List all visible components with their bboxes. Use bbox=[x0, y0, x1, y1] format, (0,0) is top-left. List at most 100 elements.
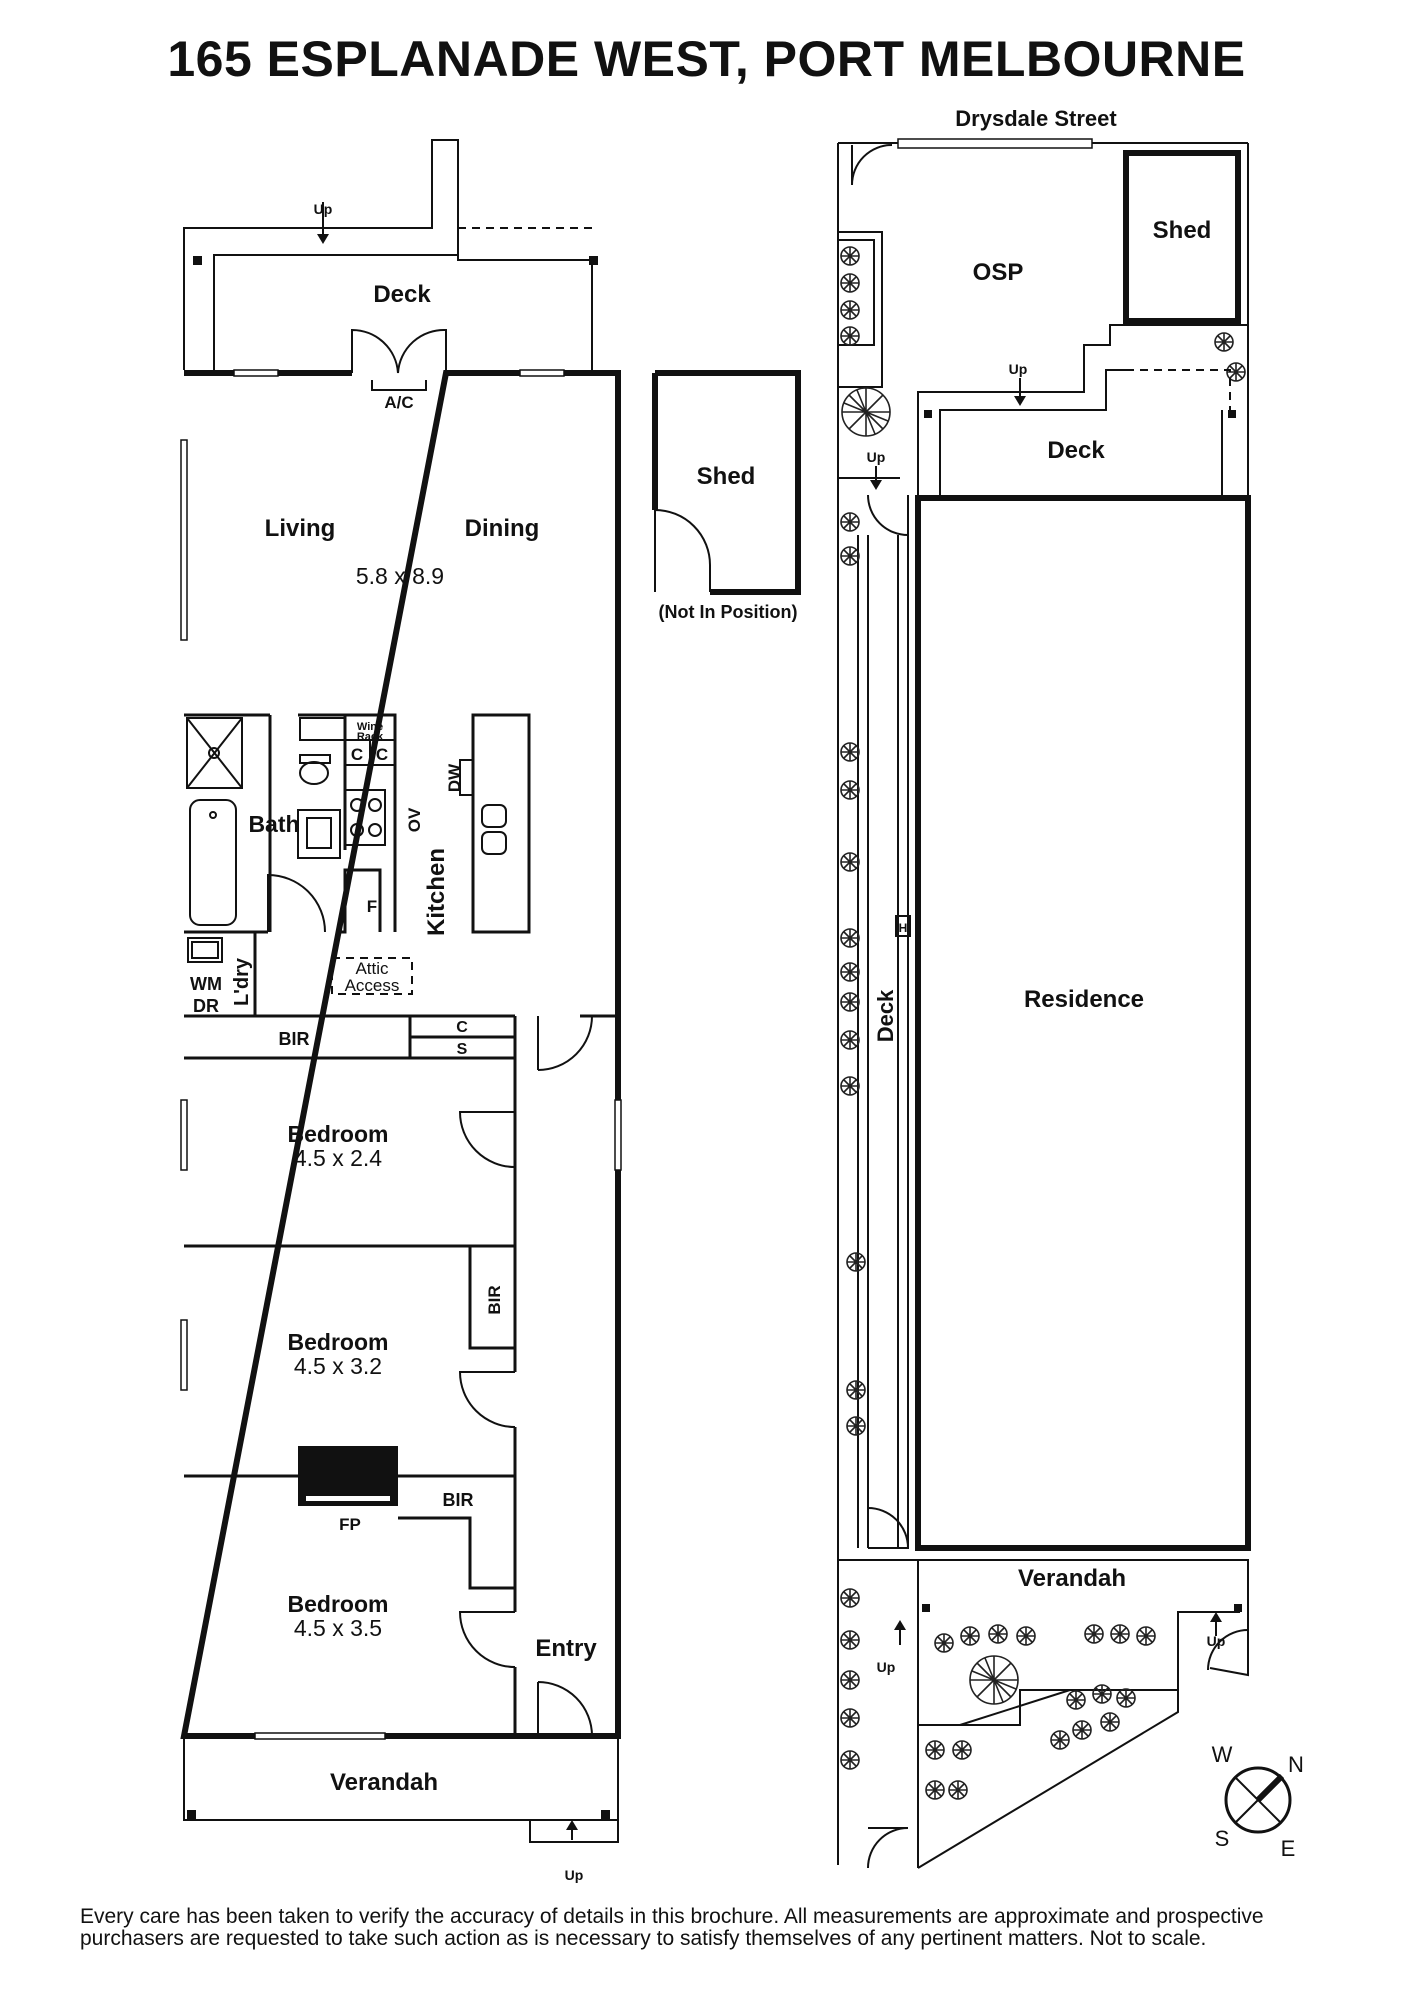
deck-rear-outline bbox=[183, 139, 593, 370]
up-arrow-icon bbox=[566, 1820, 578, 1830]
attic-label: Attic bbox=[355, 959, 389, 978]
oven-label: OV bbox=[405, 807, 424, 832]
up-label: Up bbox=[1009, 361, 1028, 377]
dining-label: Dining bbox=[465, 515, 540, 542]
window bbox=[180, 1099, 188, 1171]
disclaimer: Every care has been taken to verify the … bbox=[80, 1905, 1264, 1950]
french-door-right bbox=[397, 328, 447, 374]
fireplace-label: FP bbox=[339, 1515, 361, 1534]
gate-door bbox=[851, 144, 893, 186]
compass-w: W bbox=[1212, 1742, 1233, 1767]
ac-label: A/C bbox=[384, 393, 413, 412]
vanity bbox=[297, 809, 341, 859]
kitchen-label: Kitchen bbox=[423, 848, 450, 936]
bedroom3-label: Bedroom bbox=[288, 1591, 389, 1617]
compass: W N S E bbox=[1212, 1742, 1304, 1861]
hot-water-label: H bbox=[899, 921, 908, 935]
page-title: 165 ESPLANADE WEST, PORT MELBOURNE bbox=[167, 31, 1246, 87]
osp-shed bbox=[1123, 150, 1241, 324]
osp-label: OSP bbox=[973, 259, 1024, 286]
attic-access bbox=[331, 957, 413, 995]
sink bbox=[481, 804, 507, 828]
verandah-label: Verandah bbox=[330, 1769, 438, 1796]
deck-label: Deck bbox=[373, 281, 431, 308]
verandah-post bbox=[601, 1810, 610, 1819]
bath-label: Bath bbox=[248, 811, 299, 837]
fridge-space bbox=[343, 868, 382, 932]
street-label: Drysdale Street bbox=[955, 106, 1117, 131]
cupboard-label-2: C bbox=[376, 745, 388, 764]
side-deck bbox=[857, 535, 909, 1548]
compass-e: E bbox=[1281, 1836, 1296, 1861]
up-label: Up bbox=[314, 201, 333, 217]
linen-cupboard bbox=[408, 1016, 515, 1058]
wm-label: WM bbox=[190, 974, 222, 994]
residence-outline bbox=[915, 495, 1251, 1551]
street-gate bbox=[897, 138, 1093, 149]
bir-label-1: BIR bbox=[279, 1029, 310, 1049]
hall-door bbox=[537, 1015, 593, 1071]
compass-needle-icon bbox=[1255, 1773, 1285, 1803]
shed-label: Shed bbox=[697, 463, 756, 490]
bedroom1-door bbox=[458, 1111, 516, 1168]
compass-n: N bbox=[1288, 1752, 1304, 1777]
bedroom2-dims: 4.5 x 3.2 bbox=[294, 1353, 382, 1379]
up-label: Up bbox=[1207, 1633, 1226, 1649]
deck-post bbox=[924, 410, 932, 418]
up-arrow-icon bbox=[894, 1620, 906, 1630]
bedroom1-dims: 4.5 x 2.4 bbox=[294, 1145, 382, 1171]
up-arrow-icon bbox=[317, 234, 329, 244]
bedroom2-door bbox=[458, 1371, 516, 1428]
shed-site-label: Shed bbox=[1153, 217, 1212, 244]
up-arrow-icon bbox=[1014, 396, 1026, 406]
window bbox=[254, 1732, 386, 1740]
residence-label: Residence bbox=[1024, 986, 1144, 1013]
kitchen-island bbox=[471, 713, 531, 934]
shed-note: (Not In Position) bbox=[659, 602, 798, 622]
fridge-label: F bbox=[367, 897, 377, 916]
up-label: Up bbox=[867, 449, 886, 465]
sink bbox=[481, 831, 507, 855]
wine-rack-label: Wine bbox=[357, 721, 383, 733]
living-label: Living bbox=[265, 515, 336, 542]
bedroom2-label: Bedroom bbox=[288, 1329, 389, 1355]
deck-post bbox=[589, 256, 598, 265]
site-plan: Drysdale Street Shed OSP Up Deck Up H De… bbox=[837, 106, 1251, 1869]
linen-s-label: S bbox=[457, 1041, 468, 1058]
up-arrow-icon bbox=[1210, 1612, 1222, 1622]
verandah-post bbox=[187, 1810, 196, 1819]
washing-machine bbox=[187, 937, 223, 963]
window bbox=[233, 369, 279, 377]
compass-s: S bbox=[1215, 1826, 1230, 1851]
window bbox=[180, 1319, 188, 1391]
floor-plan: Deck Up A/C Living Dining 5.8 x 8.9 Wine… bbox=[180, 139, 622, 1883]
verandah-post bbox=[922, 1604, 930, 1612]
detached-shed: Shed (Not In Position) bbox=[652, 370, 801, 622]
laundry-label: L'dry bbox=[231, 957, 253, 1006]
compass-icon bbox=[1224, 1766, 1292, 1834]
dishwasher-label: DW bbox=[445, 763, 464, 792]
deck-post bbox=[193, 256, 202, 265]
entry-door bbox=[537, 1681, 593, 1737]
cooktop bbox=[344, 789, 386, 846]
bedroom1-label: Bedroom bbox=[288, 1121, 389, 1147]
site-boundary bbox=[837, 143, 1249, 1865]
bedroom3-door bbox=[458, 1611, 516, 1668]
bedroom3-dims: 4.5 x 3.5 bbox=[294, 1615, 382, 1641]
up-label: Up bbox=[565, 1867, 584, 1883]
floor-plan-drawing: Deck Up A/C Living Dining 5.8 x 8.9 Wine… bbox=[180, 106, 1304, 1883]
bath-door bbox=[267, 873, 326, 933]
deck-post bbox=[1228, 410, 1236, 418]
bir-label-2: BIR bbox=[485, 1285, 504, 1314]
verandah-outline bbox=[183, 1736, 619, 1843]
window bbox=[519, 369, 565, 377]
up-arrow-icon bbox=[870, 480, 882, 490]
up-label: Up bbox=[877, 1659, 896, 1675]
deck-rear-label: Deck bbox=[1047, 437, 1105, 464]
hot-water-unit bbox=[895, 915, 911, 937]
bathtub bbox=[189, 799, 237, 926]
window bbox=[614, 1099, 622, 1171]
living-dims: 5.8 x 8.9 bbox=[356, 563, 444, 589]
side-deck-label: Deck bbox=[873, 989, 898, 1042]
ac-unit bbox=[371, 380, 427, 391]
